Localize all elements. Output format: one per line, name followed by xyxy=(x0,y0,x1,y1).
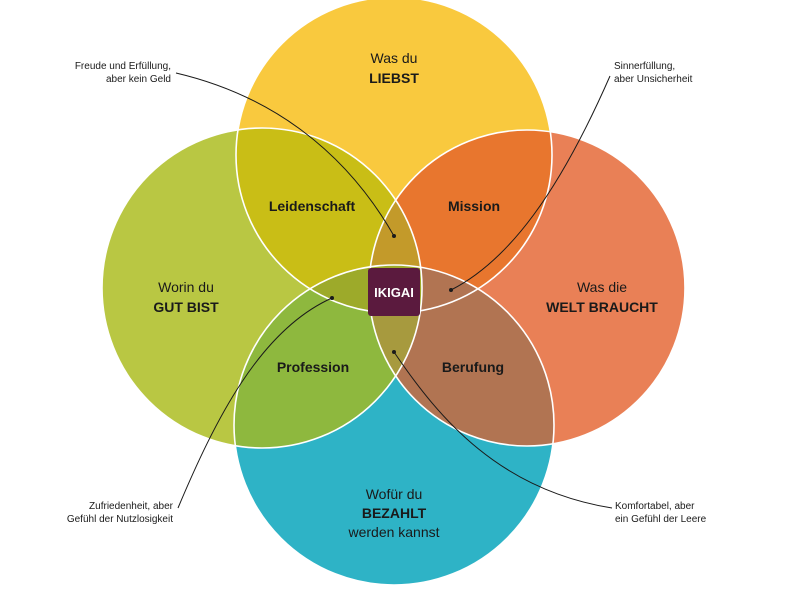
leader-dot-top-right xyxy=(449,288,453,292)
ikigai-center-label: IKIGAI xyxy=(374,285,414,300)
callout-bottom-left-line1: Zufriedenheit, aber xyxy=(89,501,174,512)
label-vocation: Berufung xyxy=(442,359,504,375)
leader-line-top-right xyxy=(450,75,611,291)
leader-dot-bottom-left xyxy=(330,296,334,300)
callout-top-left-line1: Freude und Erfüllung, xyxy=(75,61,171,72)
paid-label-line2: BEZAHLT xyxy=(362,505,427,521)
callout-bottom-right-line1: Komfortabel, aber xyxy=(615,501,695,512)
leader-dot-top-left xyxy=(392,234,396,238)
leader-line-top-left xyxy=(175,72,395,237)
world-label-line2: WELT BRAUCHT xyxy=(546,299,658,315)
leader-dot-bottom-right xyxy=(392,350,396,354)
leader-line-bottom-right xyxy=(393,351,613,509)
ikigai-center-box xyxy=(368,268,420,316)
callout-bottom-left-line2: Gefühl der Nutzlosigkeit xyxy=(67,514,173,525)
good-label-line2: GUT BIST xyxy=(153,299,219,315)
callout-bottom-right-line2: ein Gefühl der Leere xyxy=(615,514,707,525)
label-profession: Profession xyxy=(277,359,349,375)
label-mission: Mission xyxy=(448,198,500,214)
paid-label-line1: Wofür du xyxy=(366,486,423,502)
callout-top-right-line1: Sinnerfüllung, xyxy=(614,61,675,72)
paid-label-line3: werden kannst xyxy=(347,524,439,540)
leader-line-bottom-left xyxy=(177,297,333,509)
callout-top-left-line2: aber kein Geld xyxy=(106,74,171,85)
callout-top-right-line2: aber Unsicherheit xyxy=(614,74,693,85)
good-label-line1: Worin du xyxy=(158,279,214,295)
love-label-line1: Was du xyxy=(371,50,418,66)
label-passion: Leidenschaft xyxy=(269,198,356,214)
world-label-line1: Was die xyxy=(577,279,627,295)
love-label-line2: LIEBST xyxy=(369,70,419,86)
